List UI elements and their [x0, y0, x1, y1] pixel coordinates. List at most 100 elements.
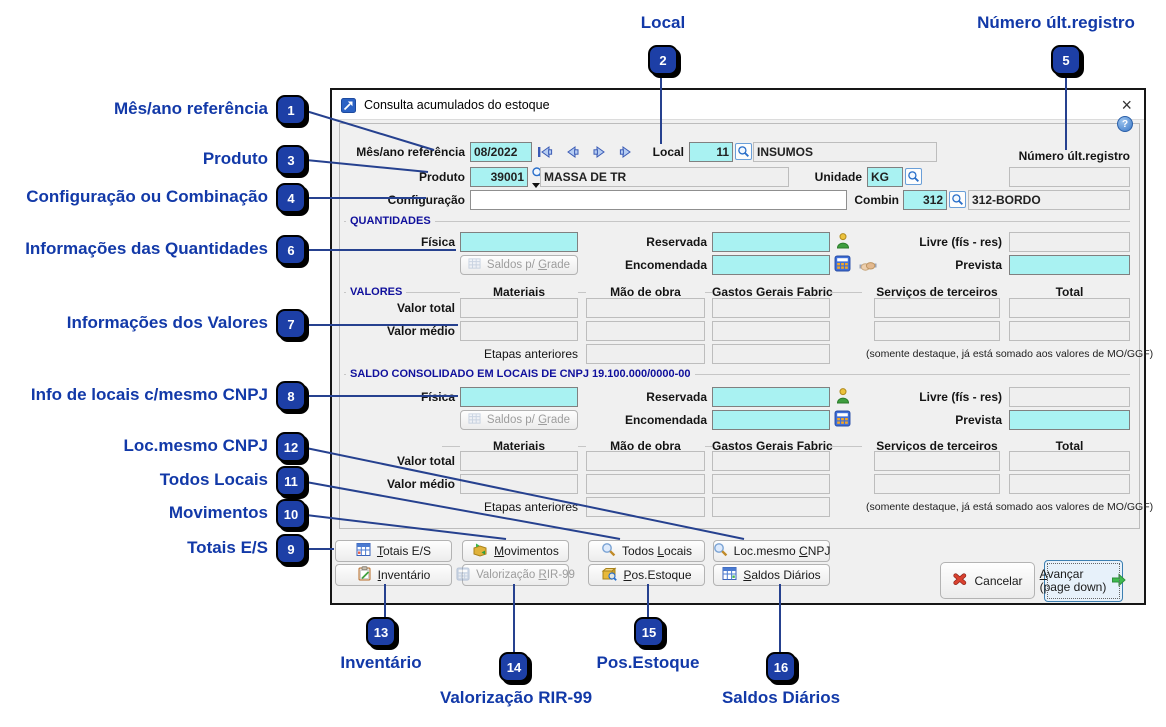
consolidado-section-title: SALDO CONSOLIDADO EM LOCAIS DE CNPJ 19.1… [346, 367, 695, 381]
movimentos-button[interactable]: Movimentos [462, 540, 569, 562]
consolidado-fisica-field[interactable] [460, 387, 578, 407]
etapas-mo-field [586, 344, 705, 364]
valor-total-servicos-field [874, 298, 1000, 318]
consolidado-valor-medio-label: Valor médio [386, 477, 455, 491]
consolidado-prevista-label: Prevista [955, 413, 1002, 427]
titlebar[interactable]: Consulta acumulados do estoque × [332, 90, 1144, 120]
produto-dropdown-icon[interactable] [532, 183, 540, 188]
inventario-icon [357, 566, 372, 584]
combin-desc-field: 312-BORDO [968, 190, 1130, 210]
inventario-button[interactable]: Inventário [335, 564, 452, 586]
totais-es-button[interactable]: Totais E/S [335, 540, 452, 562]
pos-estoque-button[interactable]: Pos.Estoque [588, 564, 705, 586]
avancar-label: Avançar [1039, 567, 1084, 581]
c-valor-total-materiais-field [460, 451, 578, 471]
grade-icon [468, 257, 481, 273]
annotation-label-valores: Informações dos Valores [66, 313, 268, 332]
local-desc-field: INSUMOS [753, 142, 937, 162]
colhead-gastos: Gastos Gerais Fabric [712, 285, 833, 300]
fisica-field[interactable] [460, 232, 578, 252]
c-valor-medio-ggf-field [712, 474, 830, 494]
consolidado-fisica-label: Física [420, 390, 455, 404]
avancar-button[interactable]: Avançar (page down) [1040, 560, 1127, 602]
colhead-total: Total [1009, 285, 1130, 300]
c-valor-medio-materiais-field [460, 474, 578, 494]
encomendada-label: Encomendada [624, 258, 707, 272]
reserva-person-icon[interactable] [834, 232, 852, 255]
consolidado-reservada-field[interactable] [712, 387, 830, 407]
consolidado-livre-label: Livre (fís - res) [919, 390, 1002, 404]
num-ult-registro-field [1009, 167, 1130, 187]
close-icon[interactable]: × [1121, 95, 1132, 115]
grade-icon [468, 412, 481, 428]
annotation-label-loc-mesmo: Loc.mesmo CNPJ [123, 436, 268, 455]
annotation-badge-11: 11 [276, 466, 306, 496]
cancelar-button[interactable]: Cancelar [940, 562, 1035, 599]
reserva-person-icon[interactable] [834, 387, 852, 410]
consolidado-etapas-note: (somente destaque, já está somado aos va… [866, 501, 1154, 513]
saldos-grade-button[interactable]: Saldos p/ Grade [460, 255, 578, 275]
loc-mesmo-cnpj-button[interactable]: Loc.mesmo CNPJ [713, 540, 830, 562]
saldos-grade-label: Saldos p/ Grade [486, 414, 571, 426]
calculator-icon[interactable] [834, 410, 851, 432]
annotation-label-quantidades: Informações das Quantidades [25, 239, 268, 258]
local-code-field[interactable]: 11 [689, 142, 733, 162]
help-icon[interactable]: ? [1117, 116, 1133, 132]
consolidado-reservada-label: Reservada [646, 390, 707, 404]
todos-locais-button[interactable]: Todos Locais [588, 540, 705, 562]
prevista-label: Prevista [955, 258, 1002, 272]
valor-total-total-field [1009, 298, 1130, 318]
valor-medio-total-field [1009, 321, 1130, 341]
combin-label: Combin [854, 193, 899, 207]
unidade-field[interactable]: KG [867, 167, 903, 187]
dialog-consulta-acumulados: Consulta acumulados do estoque × ? Mês/a… [330, 88, 1153, 605]
local-lookup-icon[interactable] [735, 143, 752, 160]
valor-total-ggf-field [712, 298, 830, 318]
annotation-label-saldos-diarios: Saldos Diários [721, 688, 841, 707]
annotation-label-valorizacao: Valorização RIR-99 [439, 688, 593, 707]
saldos-diarios-button[interactable]: Saldos Diários [713, 564, 830, 586]
reservada-field[interactable] [712, 232, 830, 252]
unidade-label: Unidade [814, 170, 862, 184]
etapas-ggf-field [712, 344, 830, 364]
unidade-lookup-icon[interactable] [905, 168, 922, 185]
nav-prev-icon[interactable] [561, 142, 583, 161]
livre-label: Livre (fís - res) [919, 235, 1002, 249]
annotation-label-cnpj-info: Info de locais c/mesmo CNPJ [30, 385, 268, 404]
c-valor-total-total-field [1009, 451, 1130, 471]
configuracao-field[interactable] [470, 190, 847, 210]
calculator-icon [456, 566, 470, 584]
calculator-icon[interactable] [834, 255, 851, 277]
forward-arrow-icon [1110, 572, 1127, 591]
nav-next-icon[interactable] [589, 142, 611, 161]
combin-lookup-icon[interactable] [949, 191, 966, 208]
nav-first-icon[interactable] [534, 142, 556, 161]
produto-desc-field: MASSA DE TR [540, 167, 789, 187]
reservada-label: Reservada [646, 235, 707, 249]
produto-code-field[interactable]: 39001 [470, 167, 528, 187]
consolidado-saldos-grade-button[interactable]: Saldos p/ Grade [460, 410, 578, 430]
nav-last-icon[interactable] [616, 142, 638, 161]
mes-ano-field[interactable]: 08/2022 [470, 142, 532, 162]
valor-medio-servicos-field [874, 321, 1000, 341]
valor-total-materiais-field [460, 298, 578, 318]
colhead-servicos: Serviços de terceiros [862, 285, 1012, 300]
annotation-badge-6: 6 [276, 235, 306, 265]
encomendada-field[interactable] [712, 255, 830, 275]
annotation-label-num-ult-registro: Número últ.registro [977, 13, 1135, 32]
consolidado-encomendada-field[interactable] [712, 410, 830, 430]
prevista-field[interactable] [1009, 255, 1130, 275]
hands-icon[interactable] [859, 259, 877, 277]
annotation-label-mes-ano: Mês/ano referência [113, 99, 268, 118]
consolidado-prevista-field[interactable] [1009, 410, 1130, 430]
annotation-label-pos-estoque: Pos.Estoque [596, 653, 700, 672]
combin-code-field[interactable]: 312 [903, 190, 947, 210]
colhead-servicos-2: Serviços de terceiros [862, 439, 1012, 454]
annotation-badge-10: 10 [276, 499, 306, 529]
valorizacao-rir99-button[interactable]: Valorização RIR-99 [456, 564, 575, 586]
cancel-x-icon [952, 572, 968, 589]
magnifier-icon [713, 542, 728, 560]
c-etapas-mo-field [586, 497, 705, 517]
valor-medio-label: Valor médio [386, 324, 455, 338]
